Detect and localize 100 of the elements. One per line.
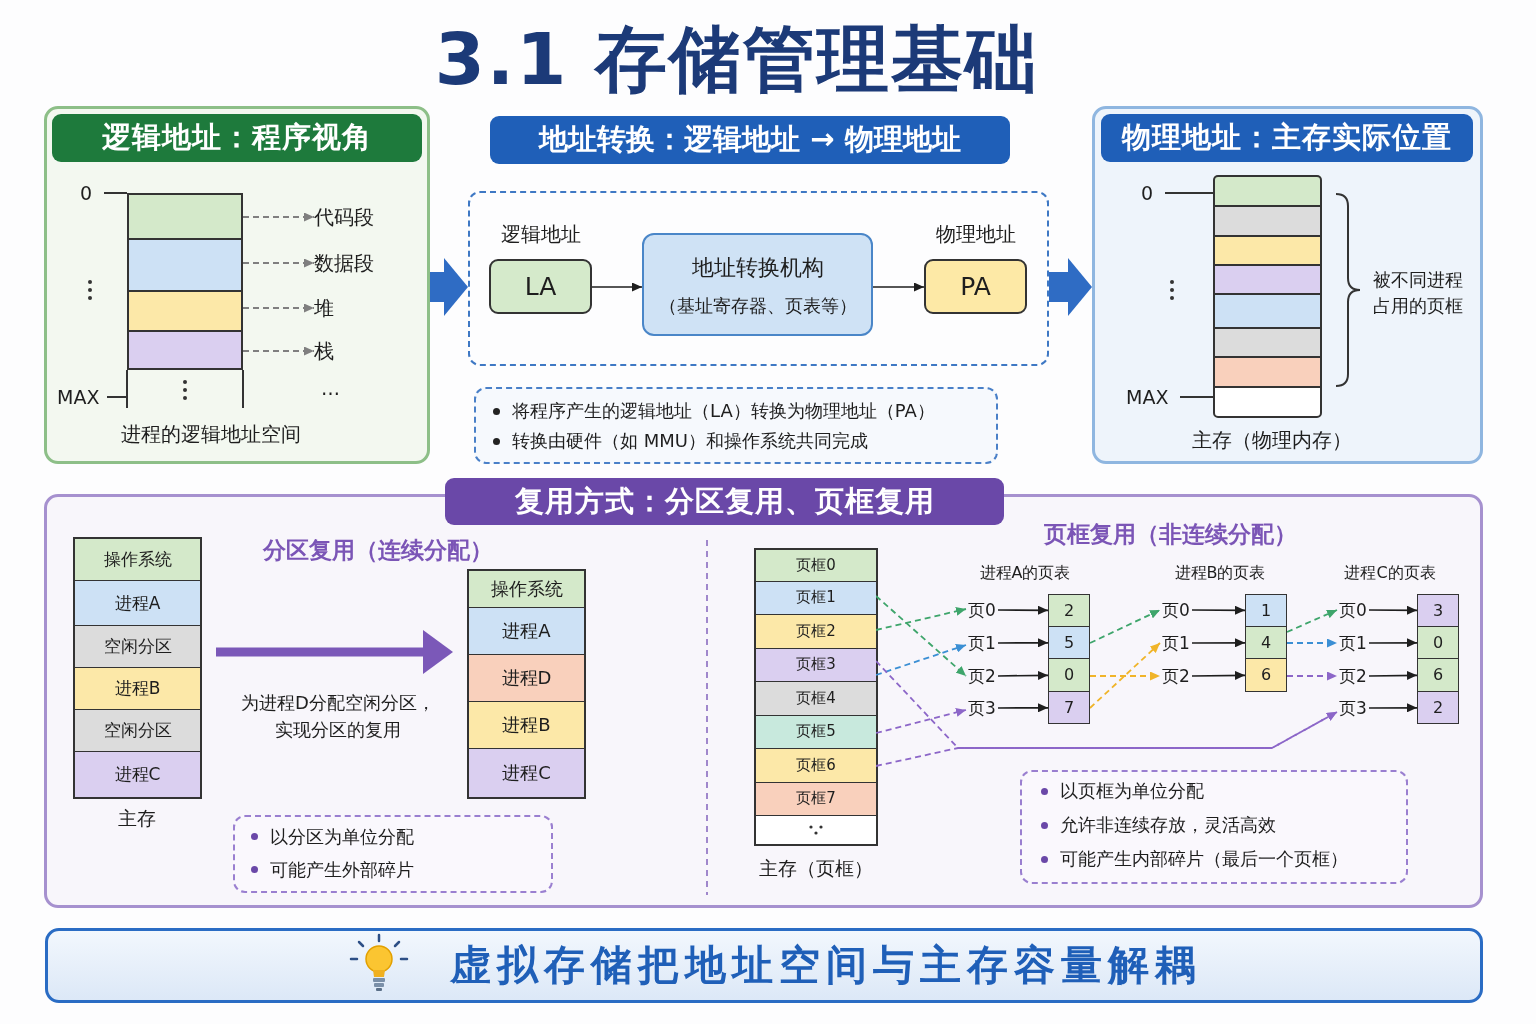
box-heading: 物理地址 [935, 221, 1016, 248]
memory-cell: 页框6 [756, 749, 876, 783]
memory-cell: 进程A [469, 608, 584, 655]
memory-cell: 进程B [469, 702, 584, 749]
segment-label: 栈 [314, 338, 338, 364]
segment-block [127, 290, 243, 330]
memory-column [467, 569, 586, 799]
table-cell: 6 [1245, 659, 1287, 692]
table-cell: 0 [1417, 626, 1459, 659]
caption: 进程的逻辑地址空间 [121, 421, 301, 447]
arrow [1191, 638, 1246, 648]
arrow [1368, 703, 1418, 713]
header-bar: 地址转换：逻辑地址 → 物理地址 [490, 116, 1010, 164]
memory-cell: 页框4 [756, 682, 876, 716]
memory-cell: 进程C [469, 749, 584, 797]
bullet-item: 以分区为单位分配 [270, 825, 414, 849]
memory-cell: 操作系统 [469, 571, 584, 608]
dashed-arrow [1089, 642, 1161, 709]
memory-column [754, 548, 878, 846]
bullet-item: 将程序产生的逻辑地址（LA）转换为物理地址（PA） [512, 399, 935, 423]
arrow [997, 638, 1049, 648]
table-cell: 2 [1048, 594, 1090, 627]
memory-cell: 进程B [75, 668, 200, 710]
table-heading: 进程B的页表 [1174, 562, 1266, 584]
banner [45, 928, 1483, 1003]
table-heading: 进程C的页表 [1344, 562, 1436, 584]
page-label: 页0 [1160, 598, 1192, 622]
dashed-arrow [1286, 671, 1338, 681]
dashed-arrow [1286, 638, 1338, 648]
page-label: 页2 [966, 664, 998, 688]
dashed-arrow [875, 707, 967, 734]
page-label: 页2 [1160, 664, 1192, 688]
title: 3.1 存储管理基础 [434, 19, 1040, 99]
note-box [1020, 770, 1408, 884]
address-box: PA [924, 259, 1027, 314]
memory-cell: 页框3 [756, 648, 876, 682]
memory-cell: 页框1 [756, 581, 876, 615]
dashed-arrow [875, 595, 967, 677]
arrow [1368, 605, 1418, 615]
dashed-arrow [1286, 609, 1338, 633]
dashed-arrow [242, 303, 315, 313]
section-heading: 页框复用（非连续分配） [1043, 520, 1297, 549]
page-label: 页1 [1160, 631, 1192, 655]
memory-cell: 页框2 [756, 615, 876, 649]
dashed-frame [468, 191, 1049, 366]
dashed-arrow [875, 643, 967, 676]
caption: 主存（物理内存） [1192, 427, 1352, 453]
arrow [1368, 638, 1418, 648]
block-arrow [216, 630, 453, 674]
dashed-arrow [242, 258, 315, 268]
arrow [1368, 670, 1418, 680]
panel [44, 106, 430, 464]
ellipsis: … [321, 376, 340, 400]
memory-cell: 进程C [75, 752, 200, 797]
table-cell: 1 [1245, 594, 1287, 627]
bullet-item: 允许非连续存放，灵活高效 [1060, 813, 1276, 837]
box-heading: 逻辑地址 [500, 221, 581, 248]
table-cell: 7 [1048, 691, 1090, 724]
table-heading: 进程A的页表 [979, 562, 1071, 584]
table-cell: 4 [1245, 626, 1287, 659]
segment-block [127, 238, 243, 290]
memory-cell: 进程A [75, 581, 200, 626]
header-bar: 逻辑地址：程序视角 [52, 114, 422, 162]
bullet-item: 可能产生外部碎片 [270, 858, 414, 882]
caption: 主存（页框） [759, 856, 873, 881]
segment-label: 堆 [314, 295, 338, 321]
axis-label: 0 [1141, 181, 1154, 205]
arrow [591, 282, 643, 292]
box-subtitle: （基址寄存器、页表等） [658, 294, 857, 318]
memory-cell: 空闲分区 [75, 626, 200, 668]
table-cell: 5 [1048, 626, 1090, 659]
page-label: 页1 [1337, 631, 1369, 655]
arrow [997, 605, 1049, 615]
bullet-item: 以页框为单位分配 [1060, 779, 1204, 803]
page-label: 页3 [1337, 696, 1369, 720]
dashed-arrow [875, 606, 967, 631]
arrow [1191, 605, 1246, 615]
table-cell: 2 [1417, 691, 1459, 724]
address-box: LA [489, 259, 592, 314]
memory-column [73, 537, 202, 799]
memory-cell: 操作系统 [75, 539, 200, 581]
page-label: 页1 [966, 631, 998, 655]
segment-label: 数据段 [314, 250, 378, 276]
memory-cell: 空闲分区 [75, 710, 200, 752]
dashed-arrow [242, 212, 315, 222]
table-cell: 0 [1048, 659, 1090, 692]
memory-cell: 页框0 [756, 550, 876, 582]
bullet-item: 转换由硬件（如 MMU）和操作系统共同完成 [512, 429, 868, 453]
bullet-item: 可能产生内部碎片（最后一个页框） [1060, 847, 1348, 871]
page-label: 页2 [1337, 664, 1369, 688]
arrow [1191, 670, 1246, 680]
header-bar: 复用方式：分区复用、页框复用 [445, 478, 1004, 525]
box-title: 地址转换机构 [691, 254, 824, 282]
arrow [997, 670, 1049, 680]
page-label: 页0 [966, 598, 998, 622]
segment-label: 代码段 [314, 204, 378, 230]
memory-cell: 页框7 [756, 782, 876, 816]
dashed-arrow [875, 711, 1338, 767]
segment-block [127, 330, 243, 370]
arrow [872, 282, 925, 292]
